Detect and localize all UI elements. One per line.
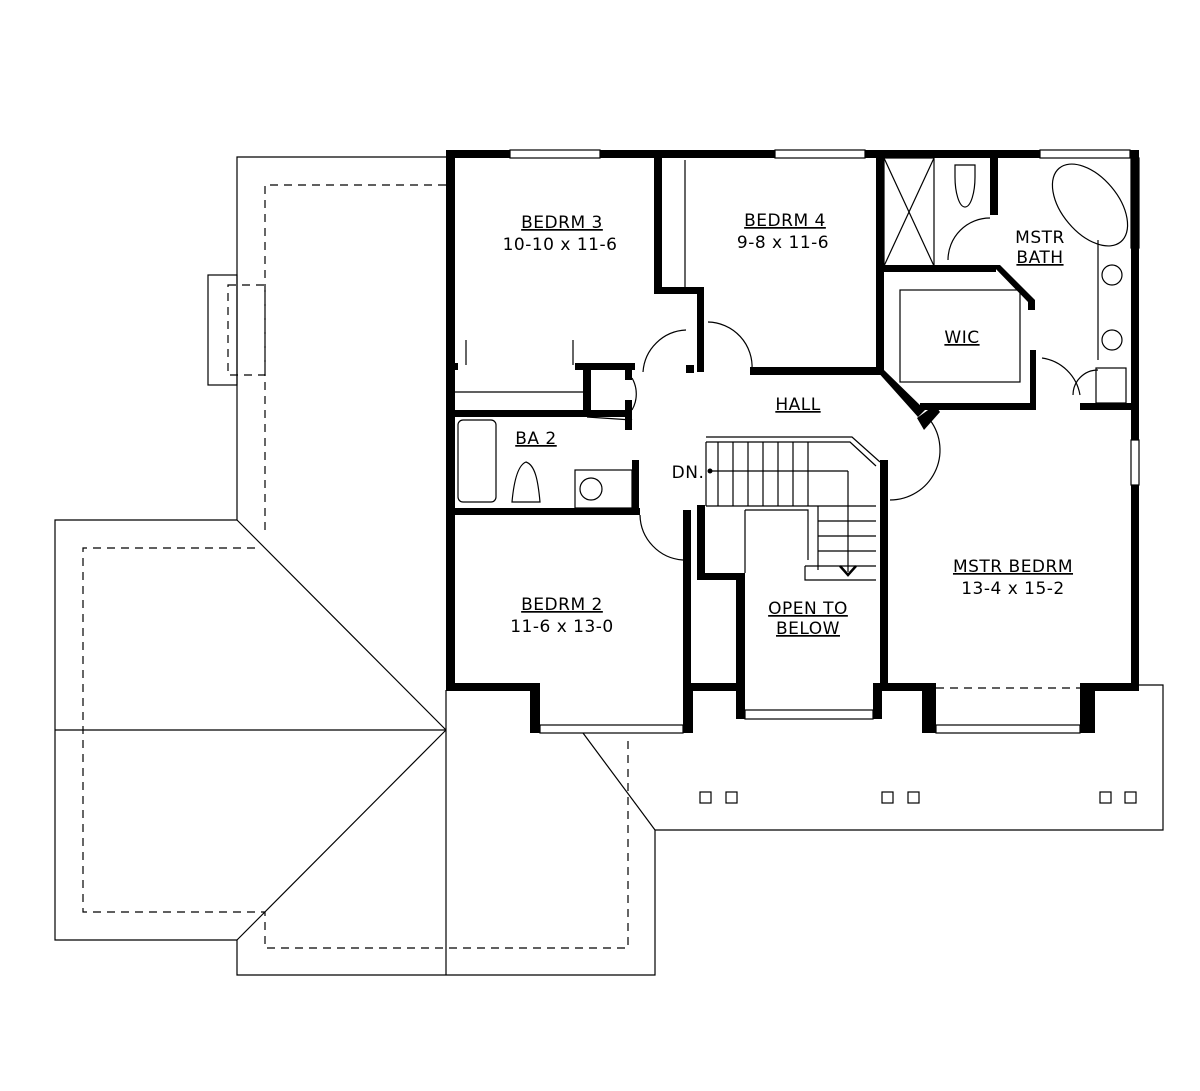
sink [579, 477, 603, 501]
chimney [207, 274, 238, 386]
bathtub [457, 419, 497, 503]
wic-label: WIC [944, 328, 979, 348]
shower [883, 157, 935, 267]
staircase [705, 436, 881, 581]
windows [509, 149, 1140, 734]
bedrm4-size: 9-8 x 11-6 [737, 233, 829, 253]
open-to-below-line2: BELOW [776, 619, 840, 639]
doors [465, 217, 1099, 561]
tub [1051, 163, 1129, 247]
sink-2 [1101, 329, 1123, 351]
toilet [511, 461, 541, 503]
bedrm3-size: 10-10 x 11-6 [503, 235, 618, 255]
mstr-bath-line2: BATH [1016, 248, 1063, 268]
roof-vents [699, 791, 1137, 804]
mstr-bedrm-name: MSTR BEDRM [953, 557, 1073, 577]
ba2-label: BA 2 [515, 429, 557, 449]
open-to-below-line1: OPEN TO [768, 599, 848, 619]
mstr-bath-line1: MSTR [1015, 228, 1065, 248]
fixtures [455, 157, 1129, 509]
exterior-walls [446, 150, 1139, 733]
interior-walls [446, 150, 1138, 690]
bedrm2-name: BEDRM 2 [521, 595, 603, 615]
hall-label: HALL [775, 395, 820, 415]
mstr-bedrm-size: 13-4 x 15-2 [961, 579, 1065, 599]
bedrm3-name: BEDRM 3 [521, 213, 603, 233]
stairs-down-label: DN. [672, 463, 705, 483]
bedrm2-size: 11-6 x 13-0 [510, 617, 614, 637]
roof-outline [54, 156, 1164, 976]
room-labels: BEDRM 3 10-10 x 11-6 BEDRM 4 9-8 x 11-6 … [503, 211, 1073, 639]
bedrm4-name: BEDRM 4 [744, 211, 826, 231]
sink-1 [1101, 264, 1123, 286]
